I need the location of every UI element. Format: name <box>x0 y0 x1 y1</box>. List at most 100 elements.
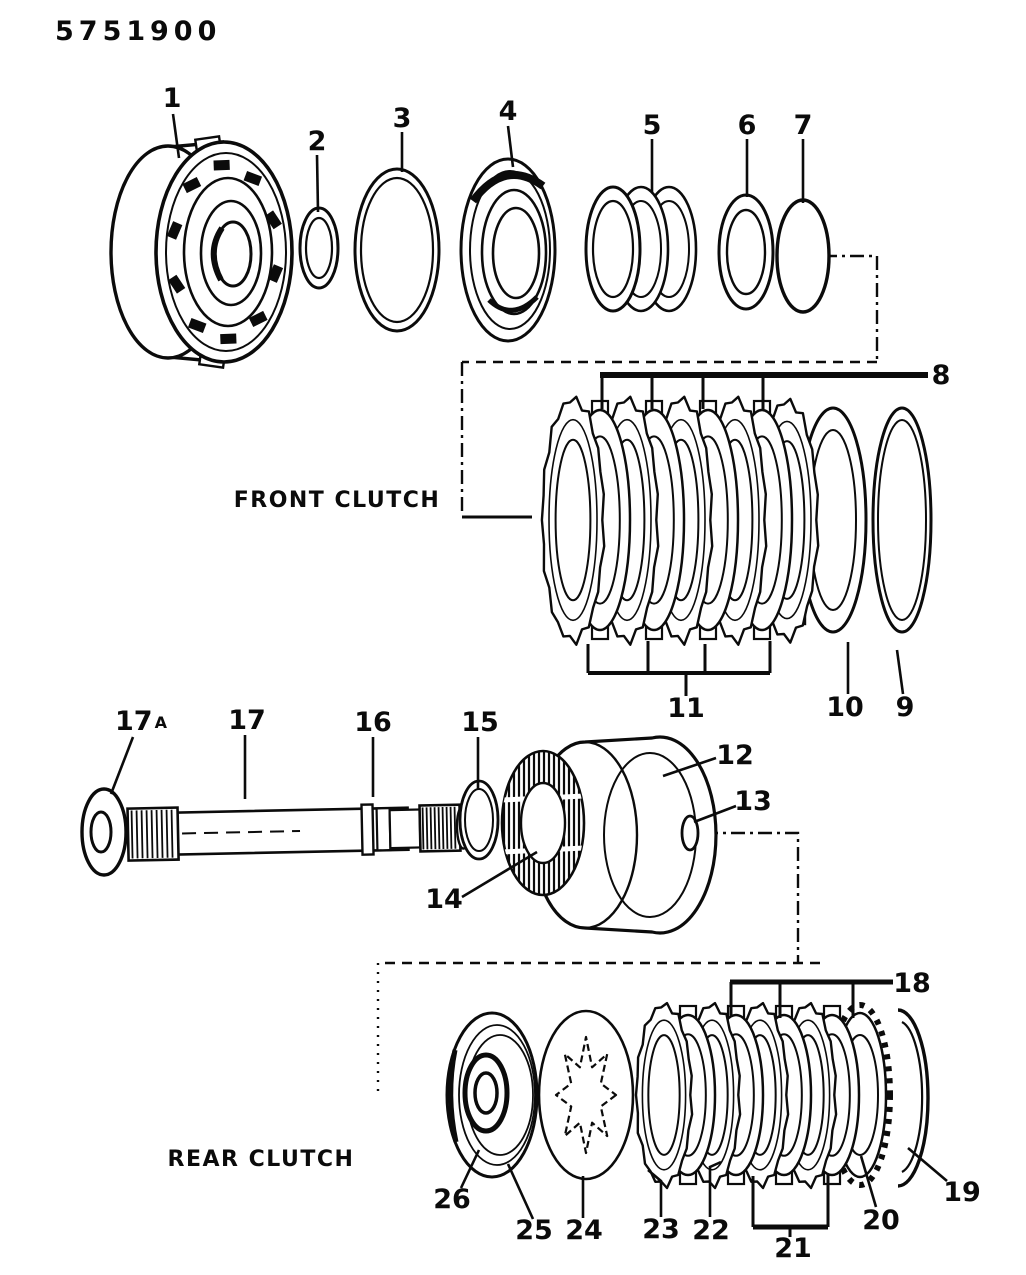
friction-disc-inner <box>554 438 592 602</box>
drum-slot <box>248 310 268 327</box>
part-19-snap-ring-inner <box>901 1021 924 1173</box>
callout-23: 23 <box>642 1214 680 1245</box>
callout-26: 26 <box>433 1184 471 1215</box>
callout-12: 12 <box>716 740 754 771</box>
page-code-right: 900 <box>150 16 221 47</box>
spline-line <box>170 809 174 858</box>
drum-slot <box>220 333 237 345</box>
callout-leader-12 <box>662 756 717 778</box>
spline-line <box>429 807 433 850</box>
callout-18: 18 <box>893 968 931 999</box>
spline-line <box>441 806 445 850</box>
drum-hub-shadow <box>210 226 225 282</box>
page-code-left: 5751 <box>55 16 150 47</box>
callout-leader-25 <box>506 1163 535 1220</box>
part-7-snap-ring <box>775 198 831 314</box>
shaft-right-splines <box>421 806 457 850</box>
shaft-left-splines <box>130 809 174 859</box>
rear-clutch-disc-pack <box>445 1001 930 1190</box>
part-6-spring-retainer-ring <box>717 193 775 311</box>
part-17a-thrust-washer <box>80 787 128 877</box>
callout-leader-17A <box>109 736 135 795</box>
spline-line <box>445 806 449 849</box>
part-9-inner <box>877 419 927 621</box>
callout-17: 17 <box>228 705 266 736</box>
callout-10: 10 <box>826 692 864 723</box>
part-4-front-clutch-piston <box>459 157 557 343</box>
spline-line <box>130 810 134 859</box>
callout-9: 9 <box>896 692 915 723</box>
spline-line <box>150 810 154 859</box>
drum-spline-slots <box>166 159 284 345</box>
callout-leader-23 <box>647 1169 663 1217</box>
friction-disc-face <box>641 1019 687 1171</box>
callout-1: 1 <box>163 83 182 114</box>
callout-6: 6 <box>738 110 757 141</box>
spline-line <box>449 806 453 849</box>
spline-line <box>421 807 425 850</box>
spline-line <box>140 810 144 859</box>
connector-line-dashdot <box>823 254 879 362</box>
callout-22: 22 <box>692 1215 730 1246</box>
drum-slot <box>243 170 263 186</box>
callout-leader-22 <box>708 1160 722 1217</box>
callout-16: 16 <box>354 707 392 738</box>
callout-4: 4 <box>499 96 518 127</box>
callout-leader-26 <box>459 1149 481 1189</box>
callout-brackets <box>586 372 928 1237</box>
spline-line <box>160 809 164 858</box>
callout-15: 15 <box>461 707 499 738</box>
callout-19: 19 <box>943 1177 981 1208</box>
front-clutch-label: FRONT CLUTCH <box>234 488 441 513</box>
part-1-front-clutch-retainer-drum <box>109 135 294 369</box>
part-13-check-ball-clip <box>680 814 700 852</box>
callout-21: 21 <box>774 1233 812 1264</box>
spline-line <box>433 807 437 850</box>
drum-slot <box>182 177 202 194</box>
callout-leader-2 <box>315 154 320 213</box>
callout-25: 25 <box>515 1215 553 1246</box>
part-14-splined-clutch-hub <box>500 749 586 897</box>
callout-24: 24 <box>565 1215 603 1246</box>
callout-11: 11 <box>667 693 705 724</box>
spline-line <box>425 807 429 850</box>
part-24-star-cutout <box>554 1035 618 1155</box>
rear-clutch-label: REAR CLUTCH <box>168 1147 355 1172</box>
piston-shadow-arc-lower <box>487 295 539 313</box>
callout-leader-13 <box>693 804 737 824</box>
part-26-ring <box>458 1024 536 1166</box>
spline-line <box>165 809 169 858</box>
spline-line <box>453 806 457 849</box>
callout-2: 2 <box>308 126 327 157</box>
callout-5: 5 <box>643 110 662 141</box>
part-3-seal-ring-large <box>353 167 441 333</box>
part-2-seal-ring-small <box>298 206 340 290</box>
part-20-teeth <box>827 1002 893 1188</box>
callout-7: 7 <box>794 110 813 141</box>
spline-line <box>437 807 441 850</box>
callout-14: 14 <box>425 884 463 915</box>
callout-leader-14 <box>461 850 538 899</box>
callout-8: 8 <box>932 360 951 391</box>
drum-slot <box>264 210 282 230</box>
piston-shadow-arc <box>469 170 546 204</box>
spline-line <box>145 810 149 859</box>
friction-disc-face <box>548 418 598 622</box>
callout-leader-20 <box>859 1155 878 1208</box>
callout-3: 3 <box>393 103 412 134</box>
drum-slot <box>166 221 183 240</box>
shaft-collar <box>360 803 375 856</box>
part-19-snap-ring <box>897 1008 930 1188</box>
callout-leader-9 <box>895 649 905 695</box>
part-17-input-shaft <box>126 803 471 862</box>
front-clutch-disc-pack <box>540 395 933 646</box>
drum-slot <box>168 274 186 294</box>
part-26-hub-bore <box>473 1071 499 1115</box>
spline-line <box>135 810 139 859</box>
friction-disc-inner <box>647 1034 681 1156</box>
assembly-connector-lines <box>376 254 879 1092</box>
